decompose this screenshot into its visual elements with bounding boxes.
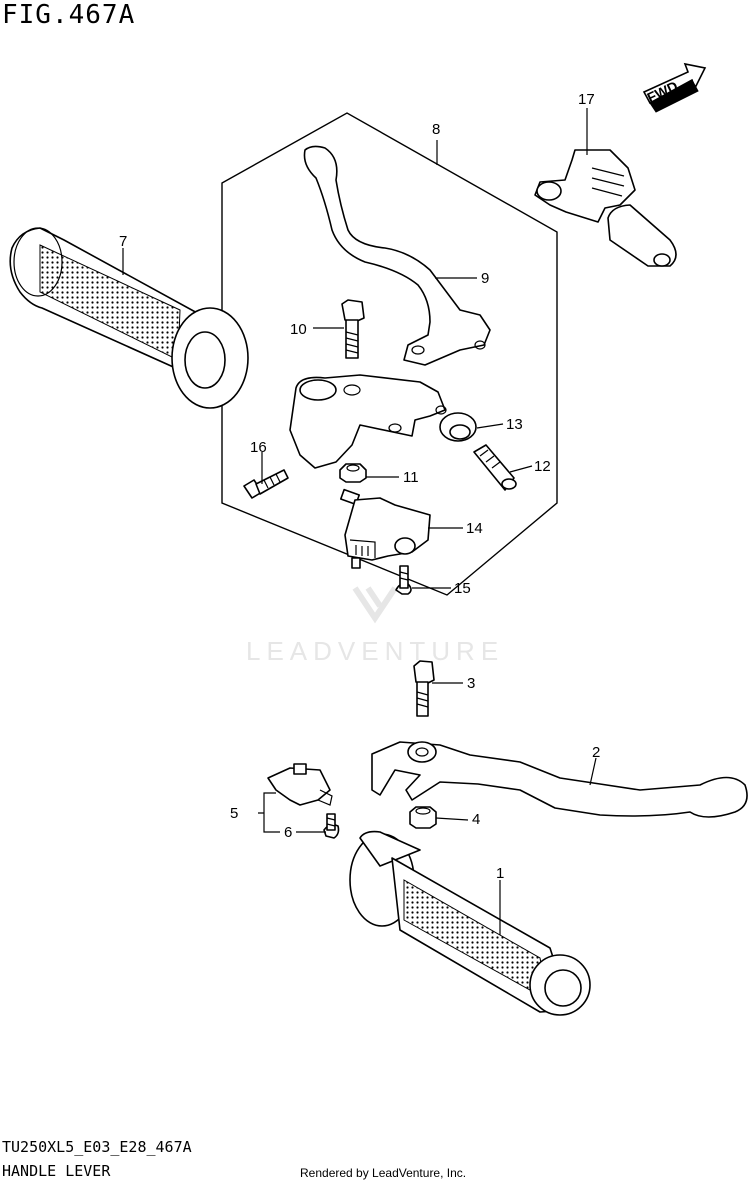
brake-switch-5 — [267, 763, 333, 806]
callout-7: 7 — [119, 233, 127, 250]
nut-4 — [409, 806, 437, 829]
callout-labels: 1 2 3 4 5 6 7 8 9 10 11 12 13 14 15 16 1… — [119, 91, 600, 882]
callout-15: 15 — [454, 580, 471, 597]
callout-11: 11 — [403, 469, 419, 486]
callout-1: 1 — [496, 865, 504, 882]
callout-9: 9 — [481, 270, 489, 287]
brake-lever — [371, 741, 748, 818]
choke-lever — [534, 149, 677, 267]
screw-15 — [395, 565, 412, 595]
bolt-10 — [341, 299, 365, 359]
figure-title: FIG.467A — [2, 0, 136, 30]
callout-5: 5 — [230, 805, 238, 822]
nut-11 — [339, 463, 367, 483]
callout-8: 8 — [432, 121, 440, 138]
watermark: LEADVENTURE — [246, 586, 504, 666]
callout-14: 14 — [466, 520, 483, 537]
callout-12: 12 — [534, 458, 551, 475]
rendered-by: Rendered by LeadVenture, Inc. — [300, 1166, 467, 1180]
screw-16 — [243, 469, 289, 499]
callout-4: 4 — [472, 811, 480, 828]
screw-6 — [323, 813, 340, 839]
callout-3: 3 — [467, 675, 475, 692]
clutch-lever — [303, 145, 491, 366]
callout-13: 13 — [506, 416, 523, 433]
adjuster-screw-12 — [473, 444, 517, 491]
bolt-3 — [413, 660, 435, 717]
watermark-text: LEADVENTURE — [246, 636, 504, 666]
assembly-outline — [221, 112, 558, 596]
model-code: TU250XL5_E03_E28_467A — [2, 1138, 192, 1156]
leader-lines — [122, 108, 597, 935]
callout-17: 17 — [578, 91, 595, 108]
callout-2: 2 — [592, 744, 600, 761]
lever-holder — [289, 374, 447, 469]
adjuster-13 — [439, 412, 477, 442]
right-grip — [349, 830, 591, 1016]
left-grip — [9, 227, 249, 409]
callout-16: 16 — [250, 439, 267, 456]
callout-10: 10 — [290, 321, 307, 338]
section-name: HANDLE LEVER — [2, 1162, 111, 1180]
callout-6: 6 — [284, 824, 292, 841]
clutch-switch-14 — [339, 488, 431, 569]
fwd-arrow-icon: FWD — [642, 62, 707, 113]
